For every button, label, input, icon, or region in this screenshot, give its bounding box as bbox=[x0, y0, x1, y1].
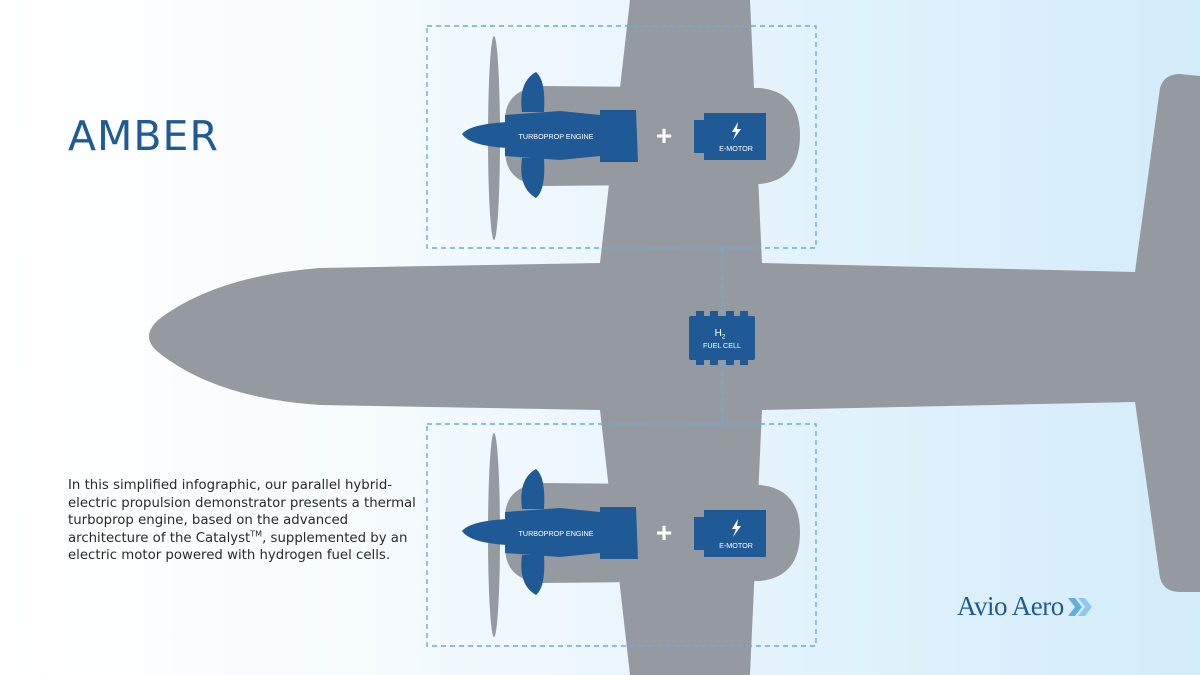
lower-lightning-icon bbox=[732, 519, 741, 537]
avio-aero-logo: Avio Aero bbox=[957, 591, 1094, 622]
description-text: In this simplified infographic, our para… bbox=[68, 478, 416, 563]
lower-intake-top bbox=[521, 469, 545, 509]
upper-intake-top bbox=[521, 72, 545, 112]
lower-plus-sign: + bbox=[656, 517, 672, 548]
upper-emotor bbox=[694, 113, 766, 160]
lower-turboprop-engine bbox=[505, 507, 638, 559]
fuselage bbox=[149, 0, 1200, 675]
lower-emotor-label: E-MOTOR bbox=[719, 541, 753, 550]
upper-propulsion-box bbox=[426, 25, 817, 249]
upper-nacelle bbox=[505, 86, 800, 186]
aircraft-silhouette bbox=[149, 0, 1200, 675]
upper-spinner bbox=[462, 122, 508, 148]
logo-text: Avio Aero bbox=[957, 591, 1064, 621]
upper-engine-group bbox=[462, 72, 766, 198]
lower-turboprop-label: TURBOPROP ENGINE bbox=[519, 529, 594, 538]
fuel-cell bbox=[689, 311, 755, 365]
page-title: AMBER bbox=[68, 112, 219, 160]
upper-intake-bottom bbox=[521, 158, 545, 198]
lower-nacelle bbox=[505, 483, 800, 583]
upper-turboprop-label: TURBOPROP ENGINE bbox=[519, 132, 594, 141]
lower-spinner bbox=[462, 519, 508, 545]
fuel-cell-label: FUEL CELL bbox=[703, 341, 741, 350]
upper-lightning-icon bbox=[732, 122, 741, 140]
lower-engine-group bbox=[462, 469, 766, 595]
lower-propulsion-box bbox=[426, 423, 817, 647]
lower-intake-bottom bbox=[521, 555, 545, 595]
double-chevron-icon bbox=[1067, 597, 1092, 616]
upper-turboprop-engine bbox=[505, 110, 638, 162]
fuel-cell-h2-label: H2 bbox=[715, 328, 726, 341]
fuel-cell-body bbox=[689, 316, 755, 360]
upper-emotor-label: E-MOTOR bbox=[719, 144, 753, 153]
lower-emotor bbox=[694, 510, 766, 557]
dashed-guides bbox=[426, 25, 817, 647]
upper-plus-sign: + bbox=[656, 120, 672, 151]
